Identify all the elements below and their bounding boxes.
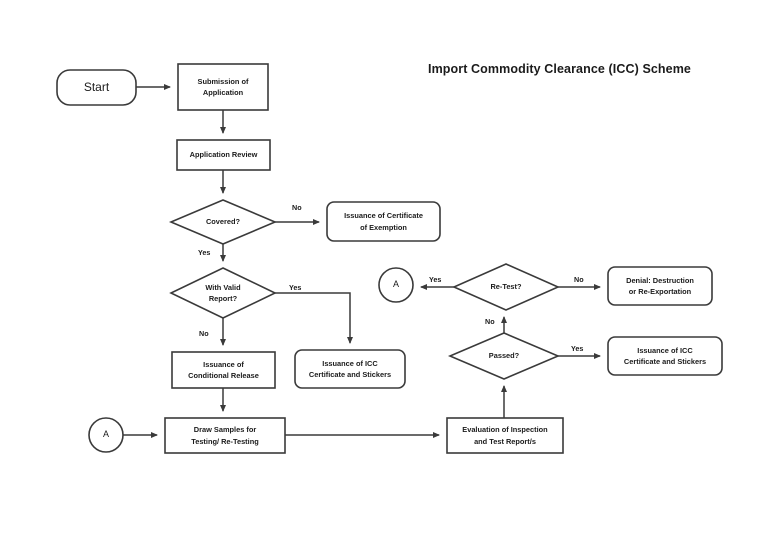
node-with-valid-report[interactable] — [171, 268, 275, 318]
edge-label-valid-report-yes: Yes — [289, 283, 302, 292]
node-icc-right[interactable] — [608, 337, 722, 375]
edge-label-covered-yes: Yes — [198, 248, 211, 257]
edge-label-passed-no: No — [485, 317, 495, 326]
edge-label-retest-yes: Yes — [429, 275, 442, 284]
shape-denial — [607, 266, 713, 306]
edge-valid-report-yes-to-icc-left — [275, 292, 353, 344]
shape-exemption — [326, 201, 441, 242]
node-connector-a-bottom[interactable] — [89, 418, 123, 452]
node-evaluation[interactable] — [447, 418, 563, 453]
node-denial[interactable] — [608, 267, 712, 305]
edge-label-valid-report-no: No — [199, 329, 209, 338]
node-draw-samples[interactable] — [165, 418, 285, 453]
shape-connector-a-right — [378, 267, 414, 303]
node-passed[interactable] — [450, 333, 558, 379]
node-covered[interactable] — [171, 200, 275, 244]
shape-evaluation — [446, 417, 564, 454]
shape-conditional-release — [171, 351, 276, 389]
node-icc-left[interactable] — [295, 350, 405, 388]
edge-label-passed-yes: Yes — [571, 344, 584, 353]
node-exemption[interactable] — [327, 202, 440, 241]
node-retest[interactable] — [454, 264, 558, 310]
node-submission[interactable] — [178, 64, 268, 110]
node-start[interactable] — [57, 70, 136, 105]
node-application-review[interactable] — [177, 140, 270, 170]
shape-submission — [177, 63, 269, 111]
page-title: Import Commodity Clearance (ICC) Scheme — [428, 62, 691, 76]
shape-retest — [452, 263, 560, 311]
shape-icc-right — [607, 336, 723, 376]
shape-passed — [447, 332, 561, 380]
shape-application-review — [176, 139, 271, 171]
shape-draw-samples — [164, 417, 286, 454]
edge-label-covered-no: No — [292, 203, 302, 212]
node-conditional-release[interactable] — [172, 352, 275, 388]
edge-label-retest-no: No — [574, 275, 584, 284]
shape-icc-left — [294, 349, 406, 389]
node-connector-a-right[interactable] — [379, 268, 413, 302]
